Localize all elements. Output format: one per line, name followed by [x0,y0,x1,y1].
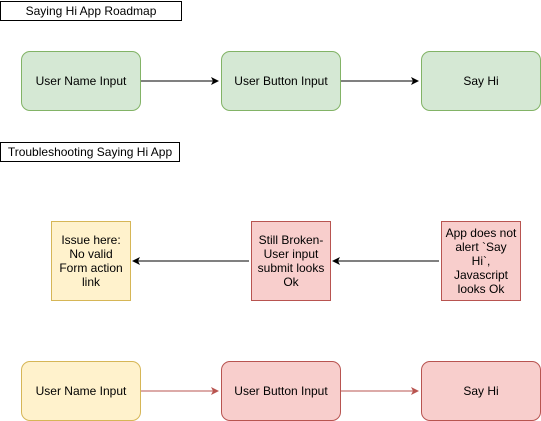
issue-note-text: Issue here: No valid Form action link [59,233,123,289]
javascript-note: App does not alert `Say Hi`, Javascript … [441,221,521,301]
troubleshooting-title-text: Troubleshooting Saying Hi App [7,145,173,159]
user-input-note: Still Broken- User input submit looks Ok [251,221,331,301]
flow-user-name-input-label: User Name Input [35,384,127,398]
roadmap-say-hi-node: Say Hi [421,51,541,111]
roadmap-title-text: Saying Hi App Roadmap [25,4,157,18]
roadmap-user-name-input-label: User Name Input [35,74,127,88]
troubleshooting-title: Troubleshooting Saying Hi App [0,142,180,162]
roadmap-user-name-input-node: User Name Input [21,51,141,111]
user-input-note-text: Still Broken- User input submit looks Ok [257,233,325,289]
flow-user-button-input-node: User Button Input [221,361,341,421]
javascript-note-text: App does not alert `Say Hi`, Javascript … [445,226,517,296]
roadmap-say-hi-label: Say Hi [463,74,499,88]
roadmap-user-button-input-node: User Button Input [221,51,341,111]
flow-say-hi-node: Say Hi [421,361,541,421]
flow-user-button-input-label: User Button Input [234,384,328,398]
issue-note: Issue here: No valid Form action link [51,221,131,301]
flow-say-hi-label: Say Hi [463,384,499,398]
flow-user-name-input-node: User Name Input [21,361,141,421]
roadmap-user-button-input-label: User Button Input [234,74,328,88]
roadmap-title: Saying Hi App Roadmap [0,1,182,21]
